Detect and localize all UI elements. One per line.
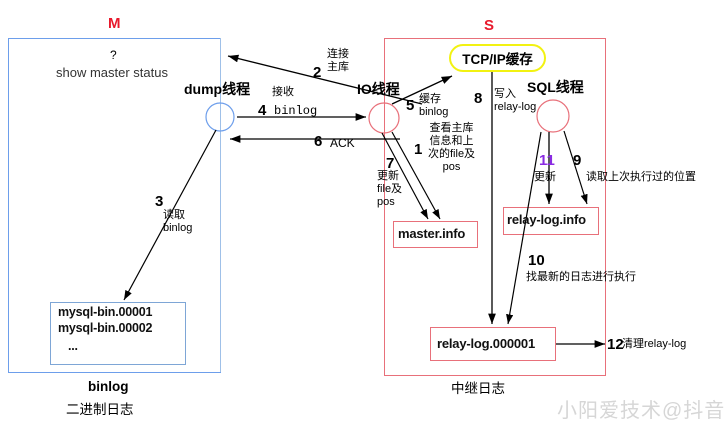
- step-12-number: 12: [607, 336, 624, 353]
- step-3-number: 3: [155, 193, 164, 210]
- relay-log-info-label: relay-log.info: [507, 212, 586, 227]
- step-4-text: 接收: [272, 86, 294, 98]
- relay-log-file-box: [430, 327, 556, 361]
- binlog-files-box: [50, 302, 186, 365]
- binlog-caption-sub: 二进制日志: [66, 402, 134, 417]
- binlog-file-ellipsis: ...: [68, 339, 78, 353]
- arrow-step-2-connect-master: [227, 54, 423, 105]
- master-status-question-mark: ?: [110, 48, 117, 62]
- binlog-file-2: mysql-bin.00002: [58, 321, 153, 335]
- relay-log-file-label: relay-log.000001: [437, 336, 535, 351]
- master-info-box: [393, 221, 478, 248]
- step-2-number: 2: [313, 64, 322, 81]
- step-11-number: 11: [539, 152, 555, 169]
- step-11-text: 更新: [534, 171, 556, 183]
- step-5-text: 缓存 binlog: [419, 93, 449, 118]
- step-8-number: 8: [474, 90, 483, 107]
- arrow-step-1-read-master-info: [391, 131, 441, 220]
- tcp-ip-cache-bubble: TCP/IP缓存: [449, 44, 546, 72]
- step-10-number: 10: [528, 252, 545, 269]
- step-6-text: ACK: [330, 136, 355, 150]
- step-2-text: 连接 主库: [327, 48, 349, 73]
- step-1-number: 1: [414, 141, 423, 158]
- tcp-ip-cache-label: TCP/IP缓存: [462, 52, 533, 67]
- arrow-step-5-cache-binlog: [391, 75, 453, 105]
- step-4-number: 4: [258, 102, 267, 119]
- arrow-step-3-read-binlog: [123, 129, 217, 301]
- step-7-number: 7: [386, 155, 395, 172]
- arrow-step-7-update-file-pos: [381, 132, 429, 220]
- step-10-text: 找最新的日志进行执行: [526, 271, 636, 283]
- sql-thread-label: SQL线程: [527, 79, 584, 95]
- io-thread-circle: [368, 102, 400, 134]
- step-12-text: 清理relay-log: [622, 338, 687, 350]
- step-6-number: 6: [314, 133, 323, 150]
- io-thread-label: IO线程: [357, 81, 400, 97]
- relay-log-caption: 中继日志: [451, 381, 505, 396]
- master-info-label: master.info: [398, 226, 466, 241]
- slave-section-letter: S: [484, 17, 495, 34]
- dump-thread-circle: [205, 102, 235, 132]
- step-4-mono-text: binlog: [274, 104, 318, 118]
- show-master-status-text: show master status: [56, 65, 168, 80]
- step-5-number: 5: [406, 97, 415, 114]
- dump-thread-label: dump线程: [184, 81, 251, 97]
- step-1-text: 查看主库 信息和上 次的file及 pos: [428, 122, 476, 173]
- step-7-text: 更新 file及 pos: [377, 170, 403, 208]
- step-3-text: 读取 binlog: [163, 209, 193, 234]
- binlog-file-1: mysql-bin.00001: [58, 305, 153, 319]
- step-9-number: 9: [573, 152, 582, 169]
- sql-thread-circle: [536, 99, 570, 133]
- step-8-text: 写入 relay-log: [494, 88, 537, 113]
- binlog-caption: binlog: [88, 379, 129, 394]
- arrow-step-10-find-newest-log: [506, 131, 542, 325]
- watermark-text: 小阳爱技术@抖音: [557, 400, 724, 422]
- master-section-letter: M: [108, 15, 121, 32]
- step-9-text: 读取上次执行过的位置: [586, 171, 696, 183]
- arrow-step-9-read-last-position: [563, 130, 588, 205]
- relay-log-info-box: [503, 207, 599, 235]
